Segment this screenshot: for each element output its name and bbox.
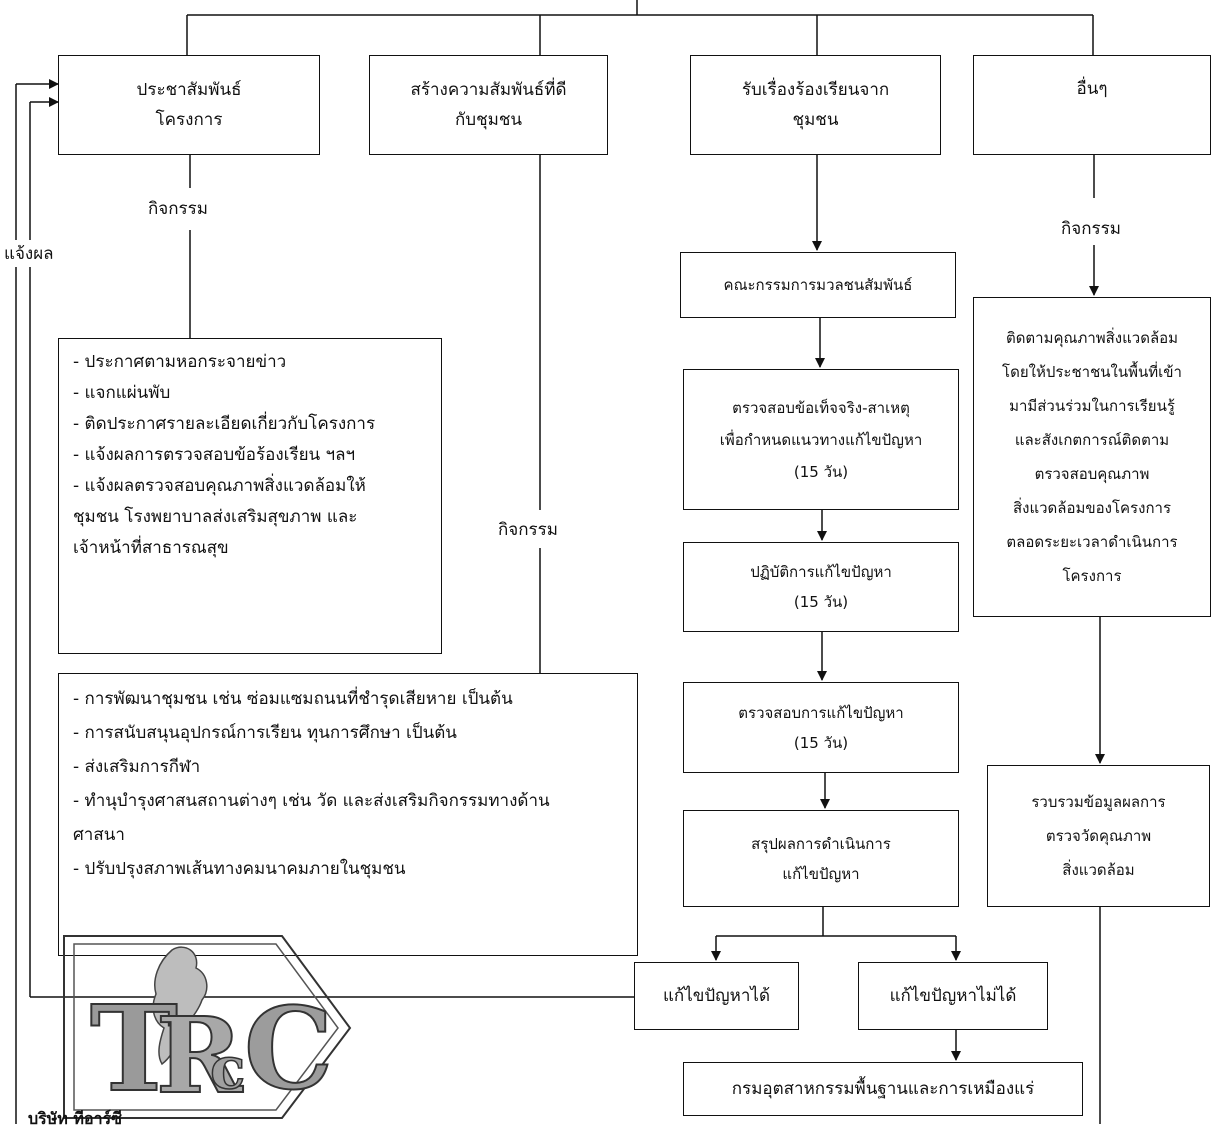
community-relations-line-2: กับชุมชน	[455, 110, 522, 130]
logo-caption: บริษัท ทีอาร์ซี	[28, 1109, 123, 1128]
monitoring-line-3: มามีส่วนร่วมในการเรียนรู้	[1009, 397, 1175, 415]
verify-line-2: (15 วัน)	[793, 733, 849, 752]
department-label: กรมอุตสาหกรรมพื้นฐานและการเหมืองแร่	[731, 1079, 1035, 1099]
verify-box: ตรวจสอบการแก้ไขปัญหา (15 วัน)	[683, 682, 959, 773]
list-item: ศาสนา	[73, 825, 125, 845]
list-item: - ประกาศตามหอกระจายข่าว	[73, 352, 287, 372]
list-item: - การพัฒนาชุมชน เช่น ซ่อมแซมถนนที่ชำรุดเ…	[73, 689, 513, 709]
pr-activities-list: - ประกาศตามหอกระจายข่าว - แจกแผ่นพับ - ต…	[58, 338, 442, 654]
logo-emblem: T R c C	[63, 935, 352, 1119]
monitoring-line-4: และสังเกตการณ์ติดตาม	[1014, 431, 1170, 449]
others-label: อื่นๆ	[1076, 79, 1108, 99]
pr-project-line-2: โครงการ	[155, 110, 223, 130]
others-box: อื่นๆ	[973, 55, 1211, 155]
solved-label: แก้ไขปัญหาได้	[662, 986, 771, 1006]
investigate-line-1: ตรวจสอบข้อเท็จจริง-สาเหตุ	[732, 398, 910, 417]
svg-text:T: T	[90, 979, 178, 1118]
community-relations-box: สร้างความสัมพันธ์ที่ดี กับชุมชน	[369, 55, 608, 155]
community-activity-label: กิจกรรม	[498, 516, 559, 543]
committee-box: คณะกรรมการมวลชนสัมพันธ์	[680, 252, 956, 318]
collect-line-3: สิ่งแวดล้อม	[1062, 861, 1135, 879]
resolve-line-1: ปฏิบัติการแก้ไขปัญหา	[750, 563, 892, 581]
receive-complaints-line-2: ชุมชน	[792, 110, 839, 130]
resolve-line-2: (15 วัน)	[793, 593, 849, 611]
list-item: - ทำนุบำรุงศาสนสถานต่างๆ เช่น วัด และส่ง…	[73, 791, 550, 811]
list-item: - ติดประกาศรายละเอียดเกี่ยวกับโครงการ	[73, 414, 376, 434]
monitoring-line-7: ตลอดระยะเวลาดำเนินการ	[1006, 533, 1178, 551]
monitoring-box: ติดตามคุณภาพสิ่งแวดล้อม โดยให้ประชาชนในพ…	[973, 297, 1211, 617]
others-activity-label: กิจกรรม	[1061, 215, 1122, 242]
list-item: เจ้าหน้าที่สาธารณสุข	[73, 538, 229, 558]
community-activities-list: - การพัฒนาชุมชน เช่น ซ่อมแซมถนนที่ชำรุดเ…	[58, 673, 638, 956]
report-back-label: แจ้งผล	[4, 240, 54, 267]
summary-line-1: สรุปผลการดำเนินการ	[751, 834, 891, 853]
pr-project-line-1: ประชาสัมพันธ์	[136, 80, 242, 100]
svg-text:R: R	[156, 994, 244, 1117]
receive-complaints-line-1: รับเรื่องร้องเรียนจาก	[741, 80, 890, 100]
list-item: - แจ้งผลตรวจสอบคุณภาพสิ่งแวดล้อมให้	[73, 476, 366, 496]
list-item: - ส่งเสริมการกีฬา	[73, 757, 201, 777]
company-logo: T R c C	[60, 930, 360, 1128]
collect-line-1: รวบรวมข้อมูลผลการ	[1031, 793, 1166, 811]
monitoring-line-5: ตรวจสอบคุณภาพ	[1034, 465, 1150, 483]
monitoring-line-6: สิ่งแวดล้อมของโครงการ	[1012, 499, 1172, 517]
list-item: - ปรับปรุงสภาพเส้นทางคมนาคมภายในชุมชน	[73, 859, 406, 879]
investigate-line-2: เพื่อกำหนดแนวทางแก้ไขปัญหา	[719, 430, 923, 449]
unsolved-box: แก้ไขปัญหาไม่ได้	[858, 962, 1048, 1030]
receive-complaints-box: รับเรื่องร้องเรียนจาก ชุมชน	[690, 55, 941, 155]
verify-line-1: ตรวจสอบการแก้ไขปัญหา	[738, 703, 904, 722]
solved-box: แก้ไขปัญหาได้	[634, 962, 799, 1030]
monitoring-line-1: ติดตามคุณภาพสิ่งแวดล้อม	[1005, 329, 1179, 347]
resolve-box: ปฏิบัติการแก้ไขปัญหา (15 วัน)	[683, 542, 959, 632]
committee-label: คณะกรรมการมวลชนสัมพันธ์	[723, 276, 913, 294]
list-item: - การสนับสนุนอุปกรณ์การเรียน ทุนการศึกษา…	[73, 723, 457, 743]
pr-activity-label: กิจกรรม	[148, 195, 209, 222]
unsolved-label: แก้ไขปัญหาไม่ได้	[889, 986, 1017, 1006]
svg-text:C: C	[244, 984, 333, 1115]
department-box: กรมอุตสาหกรรมพื้นฐานและการเหมืองแร่	[683, 1062, 1083, 1116]
list-item: - แจ้งผลการตรวจสอบข้อร้องเรียน ฯลฯ	[73, 445, 356, 465]
monitoring-line-8: โครงการ	[1062, 567, 1122, 585]
collect-box: รวบรวมข้อมูลผลการ ตรวจวัดคุณภาพ สิ่งแวดล…	[987, 765, 1210, 907]
list-item: - แจกแผ่นพับ	[73, 383, 171, 403]
collect-line-2: ตรวจวัดคุณภาพ	[1045, 827, 1152, 845]
summary-line-2: แก้ไขปัญหา	[782, 864, 860, 883]
community-relations-line-1: สร้างความสัมพันธ์ที่ดี	[410, 80, 567, 100]
pr-project-box: ประชาสัมพันธ์ โครงการ	[58, 55, 320, 155]
investigate-box: ตรวจสอบข้อเท็จจริง-สาเหตุ เพื่อกำหนดแนวท…	[683, 369, 959, 510]
list-item: ชุมชน โรงพยาบาลส่งเสริมสุขภาพ และ	[73, 507, 358, 527]
summary-box: สรุปผลการดำเนินการ แก้ไขปัญหา	[683, 810, 959, 907]
investigate-line-3: (15 วัน)	[793, 462, 849, 481]
svg-text:c: c	[210, 1034, 245, 1102]
monitoring-line-2: โดยให้ประชาชนในพื้นที่เข้า	[1002, 363, 1182, 381]
